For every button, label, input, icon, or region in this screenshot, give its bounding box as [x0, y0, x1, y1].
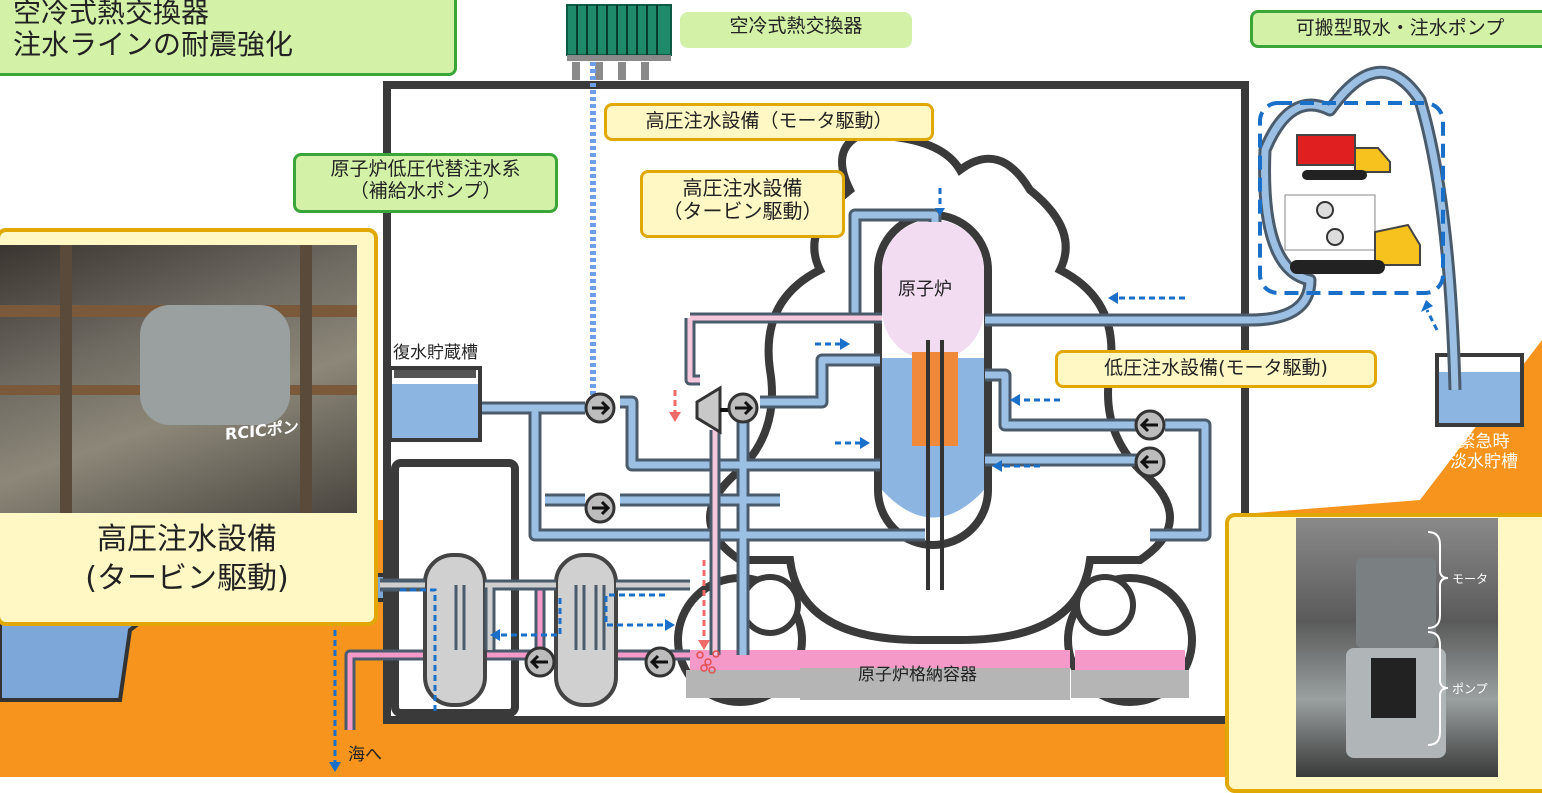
- plant-diagram: [0, 4, 1542, 777]
- containment-label: 原子炉格納容器: [858, 665, 977, 685]
- emergency-tank-label: 緊急時 淡水貯槽: [1450, 432, 1518, 473]
- pool-gray-right: [1071, 670, 1189, 698]
- heat-exchanger-2: [554, 553, 618, 707]
- photo-left-caption: 高圧注水設備 (タービン駆動): [85, 522, 289, 596]
- portable-pump-label: 可搬型取水・注水ポンプ: [1250, 10, 1542, 48]
- vent-ring-left: [739, 574, 801, 636]
- ground-bottom: [0, 715, 1230, 777]
- pump-lp-alt: [584, 492, 616, 524]
- pool-pink-center: [800, 650, 1070, 668]
- vent-ring-right: [1074, 574, 1136, 636]
- pump-hp-turbine: [727, 392, 759, 424]
- pump-label: ポンプ: [1452, 682, 1488, 696]
- title-line2: 注水ラインの耐震強化: [13, 28, 294, 62]
- pump-seawater-2: [644, 646, 676, 678]
- to-sea-label: 海へ: [348, 745, 382, 765]
- pump-seawater-1: [524, 646, 556, 678]
- pool-gray-center: [800, 668, 1070, 700]
- title-box: 空冷式熱交換器 注水ラインの耐震強化: [0, 0, 457, 76]
- hp-turbine-label: 高圧注水設備 （タービン駆動）: [640, 170, 845, 238]
- lp-motor-label: 低圧注水設備(モータ駆動): [1055, 350, 1377, 388]
- pool-pink-right: [1075, 650, 1185, 670]
- reactor-label: 原子炉: [898, 279, 952, 300]
- pump-makeup-water: [584, 392, 616, 424]
- air-cooled-hx-label: 空冷式熱交換器: [680, 12, 912, 48]
- rcic-turbine: [695, 385, 722, 435]
- motor-label: モータ: [1452, 572, 1489, 586]
- pumps: [524, 392, 1166, 678]
- title-line1: 空冷式熱交換器: [13, 0, 210, 29]
- air-cooled-hx-unit: [566, 4, 672, 56]
- pump-lp-motor-1: [1134, 409, 1166, 441]
- pump-truck-1: [1296, 134, 1391, 180]
- portable-pump-area: [1258, 101, 1445, 295]
- pump-truck-2: [1284, 194, 1421, 274]
- pool-gray-left: [686, 670, 804, 698]
- pump-lp-motor-2: [1134, 446, 1166, 478]
- condensate-tank-label: 復水貯蔵槽: [393, 343, 478, 363]
- reactor-core: [912, 352, 958, 446]
- reactor-upper: [882, 220, 984, 360]
- hp-motor-label: 高圧注水設備（モータ駆動）: [604, 103, 934, 141]
- rcic-photo: RCICポン: [0, 245, 357, 513]
- lp-alt-label: 原子炉低圧代替注水系 （補給水ポンプ）: [293, 153, 558, 213]
- pump-photo: [1296, 518, 1498, 777]
